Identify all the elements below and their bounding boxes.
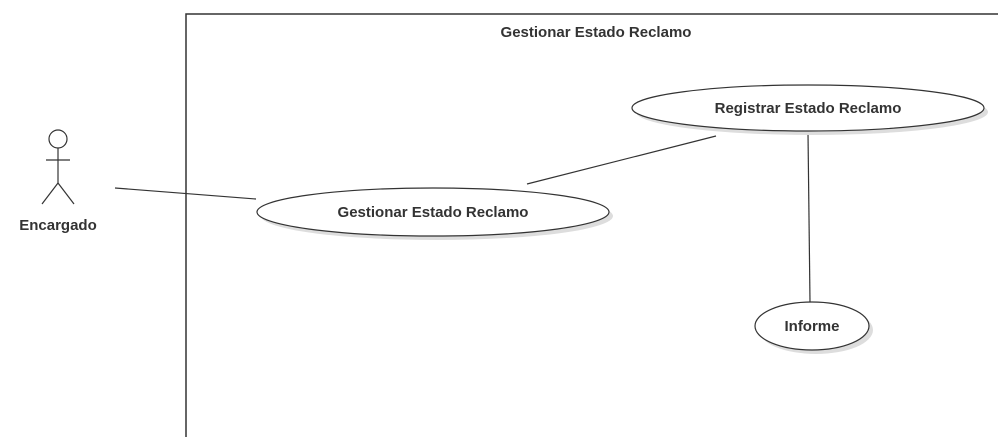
use-case-gestionar[interactable]: Gestionar Estado Reclamo [256, 187, 613, 240]
use-case-label: Informe [784, 318, 839, 335]
actor-left-leg [41, 182, 59, 205]
use-case-label: Registrar Estado Reclamo [715, 100, 902, 117]
system-boundary[interactable] [185, 13, 998, 437]
use-case-ellipse [754, 301, 870, 351]
actor-label: Encargado [19, 217, 97, 234]
use-case-informe[interactable]: Informe [754, 301, 873, 354]
use-case-registrar[interactable]: Registrar Estado Reclamo [631, 84, 988, 135]
use-case-ellipse [631, 84, 985, 132]
use-case-ellipse [256, 187, 610, 237]
association-registrar-informe[interactable] [807, 132, 811, 303]
system-boundary-title: Gestionar Estado Reclamo [501, 24, 692, 41]
association-gestionar-registrar[interactable] [526, 135, 717, 185]
actor-encargado[interactable]: Encargado [19, 129, 97, 234]
association-encargado-gestionar[interactable] [114, 187, 257, 200]
actor-head [48, 129, 68, 149]
actor-right-leg [57, 182, 75, 205]
use-case-label: Gestionar Estado Reclamo [338, 204, 529, 221]
